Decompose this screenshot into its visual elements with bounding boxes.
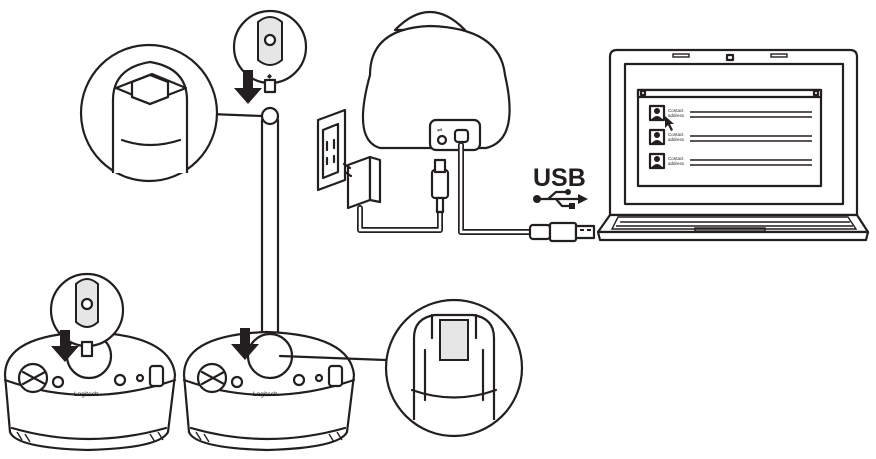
usb-connector-icon xyxy=(528,221,596,243)
svg-text:Logitech: Logitech xyxy=(253,391,278,398)
zoom-detail-socket-top xyxy=(79,43,264,183)
extension-pole xyxy=(259,106,281,364)
power-adapter-icon xyxy=(342,155,382,210)
arrow-down-icon xyxy=(51,330,79,362)
arrow-down-icon xyxy=(231,328,259,360)
zoom-detail-connector-bottom xyxy=(278,298,524,438)
power-outlet-icon xyxy=(316,108,347,192)
svg-text:⇌: ⇌ xyxy=(437,127,443,134)
svg-text:Logitech: Logitech xyxy=(74,391,99,398)
camera-head-left xyxy=(49,272,125,358)
speaker-hub-top: ⇌ xyxy=(361,10,511,152)
speaker-base-left: Logitech xyxy=(3,330,177,452)
arrow-down-icon xyxy=(234,70,262,104)
contact-row: Contact address xyxy=(648,128,812,146)
usb-label: USB xyxy=(533,164,586,192)
contact-row: Contact address xyxy=(648,104,812,122)
svg-text:Contact: Contact xyxy=(668,156,684,161)
usb-trident-icon xyxy=(533,189,588,209)
speaker-base-right: Logitech xyxy=(182,330,356,452)
laptop: Contact address Contact address Contact … xyxy=(596,48,870,242)
svg-text:◆: ◆ xyxy=(267,73,273,80)
svg-text:address: address xyxy=(668,113,685,118)
contact-row: Contact address xyxy=(648,152,812,170)
camera-head-top: ◆ xyxy=(232,9,308,94)
dc-plug-icon xyxy=(430,158,450,214)
svg-text:Contact: Contact xyxy=(668,132,684,137)
svg-text:Contact: Contact xyxy=(668,108,684,113)
svg-text:address: address xyxy=(668,137,685,142)
mouse-cursor-icon xyxy=(665,116,674,131)
svg-text:address: address xyxy=(668,161,685,166)
